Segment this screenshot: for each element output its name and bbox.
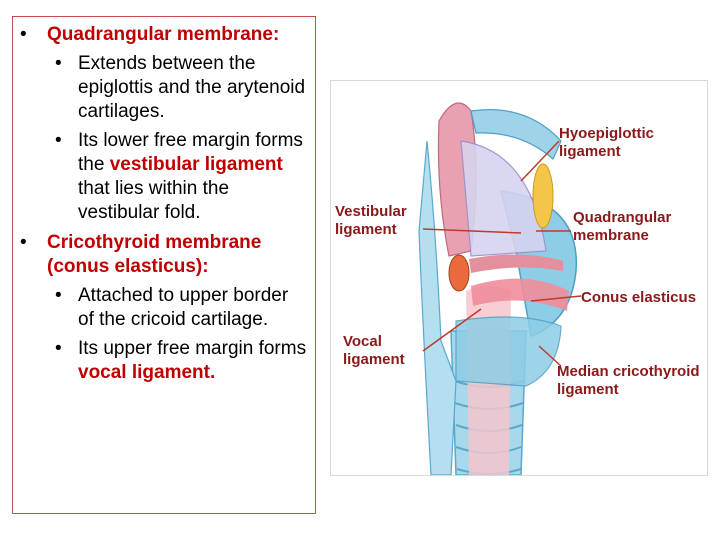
- bullet-dot: •: [20, 232, 27, 253]
- larynx-diagram: Hyoepiglottic ligament Vestibular ligame…: [330, 80, 708, 476]
- highlight-vestibular-ligament: vestibular ligament: [109, 154, 283, 175]
- sub-bullet-lower-margin: • Its lower free margin forms the vestib…: [13, 129, 315, 225]
- bullet-title: Cricothyroid membrane (conus elasticus):: [47, 232, 262, 277]
- label-line: ligament: [557, 381, 619, 398]
- label-line: ligament: [559, 143, 621, 160]
- bullet-dot: •: [55, 338, 62, 359]
- label-line: Hyoepiglottic: [559, 125, 655, 142]
- label-line: membrane: [573, 227, 649, 244]
- vestibular-fold: [469, 254, 563, 273]
- sub-bullet-text: Extends between the epiglottis and the a…: [78, 53, 306, 122]
- leader-lines: [422, 140, 582, 367]
- label-vestibular-ligament: Vestibular ligament: [335, 203, 407, 239]
- label-line: ligament: [335, 221, 397, 238]
- bullet-dot: •: [55, 285, 62, 306]
- conus-elasticus-shape: [471, 278, 569, 311]
- sub-bullet-upper-margin: • Its upper free margin forms vocal liga…: [13, 337, 315, 385]
- bullet-list: • Quadrangular membrane: • Extends betwe…: [13, 23, 315, 385]
- label-line: ligament: [343, 351, 405, 368]
- hyoid-bone: [470, 109, 562, 160]
- label-line: Vestibular: [335, 203, 407, 220]
- label-line: Quadrangular: [573, 209, 672, 226]
- preepiglottic-fat: [532, 163, 554, 229]
- highlight-vocal-ligament: vocal ligament.: [78, 362, 216, 383]
- sub-bullet-attached: • Attached to upper border of the cricoi…: [13, 284, 315, 332]
- bullet-dot: •: [55, 53, 62, 74]
- sub-bullet-text: Its lower free margin forms the: [78, 130, 303, 175]
- sub-bullet-text: that lies within the vestibular fold.: [78, 178, 230, 223]
- label-line: Vocal: [343, 333, 382, 350]
- larynx-illustration: [418, 102, 582, 476]
- label-vocal-ligament: Vocal ligament: [343, 333, 405, 369]
- arytenoid-cartilage: [448, 254, 470, 292]
- label-hyoepiglottic-ligament: Hyoepiglottic ligament: [559, 125, 654, 161]
- label-median-cricothyroid-ligament: Median cricothyroid ligament: [557, 363, 700, 399]
- bullet-dot: •: [55, 130, 62, 151]
- text-panel: • Quadrangular membrane: • Extends betwe…: [12, 16, 316, 514]
- label-conus-elasticus: Conus elasticus: [581, 289, 696, 307]
- bullet-dot: •: [20, 24, 27, 45]
- label-line: Median cricothyroid: [557, 363, 700, 380]
- sub-bullet-text: Its upper free margin forms: [78, 338, 307, 359]
- bullet-cricothyroid-membrane: • Cricothyroid membrane (conus elasticus…: [13, 231, 315, 279]
- sub-bullet-text: Attached to upper border of the cricoid …: [78, 285, 289, 330]
- label-quadrangular-membrane: Quadrangular membrane: [573, 209, 671, 245]
- quadrangular-membrane-shape: [460, 140, 547, 257]
- label-line: Conus elasticus: [581, 289, 697, 306]
- sub-bullet-extends: • Extends between the epiglottis and the…: [13, 52, 315, 124]
- bullet-title: Quadrangular membrane:: [47, 24, 280, 45]
- bullet-quadrangular-membrane: • Quadrangular membrane:: [13, 23, 315, 47]
- cricoid-cartilage: [455, 316, 562, 387]
